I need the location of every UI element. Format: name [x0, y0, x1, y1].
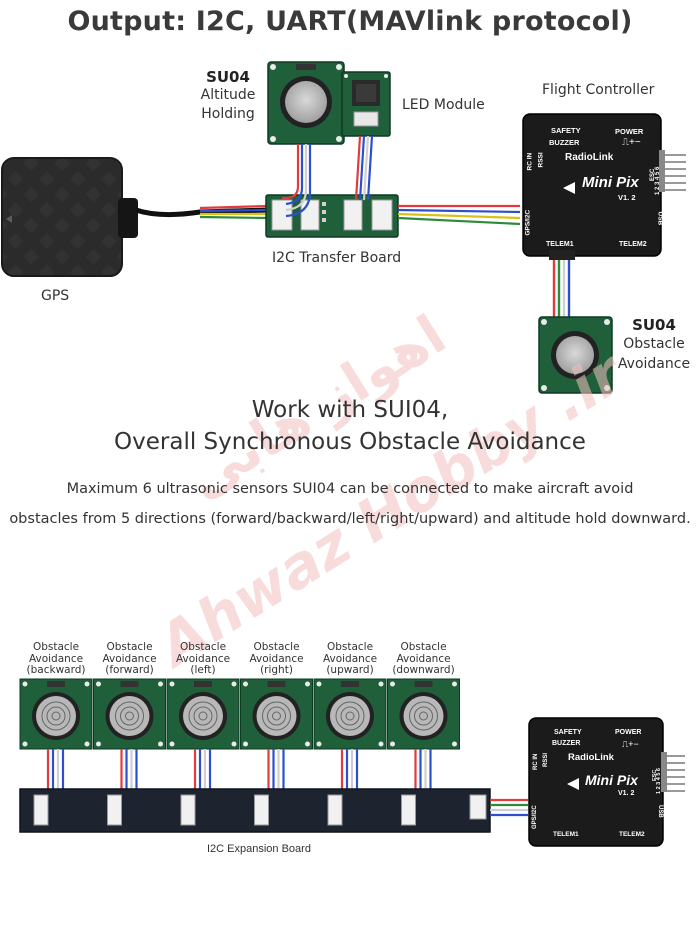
fc-top-pwm: ⎍+− [622, 137, 641, 148]
section-heading-1: Work with SUI04, [251, 397, 449, 423]
sensor-label-line2: Avoidance [396, 652, 451, 665]
sensor-label-line2: Avoidance [322, 652, 378, 665]
sensor-board [240, 678, 313, 750]
fc-top-version: V1. 2 [618, 193, 636, 202]
sensor-label-line2: Avoidance [28, 652, 84, 665]
led-module-cable [354, 135, 374, 201]
sensor-label-line2: Avoidance [102, 652, 157, 665]
sensor-label-line3: (right) [260, 664, 293, 676]
fc-bottom-model: Mini Pix [585, 772, 638, 788]
fc-bottom-usb: USB [657, 805, 663, 818]
fc-bottom-gpsi2c: GPS/I2C [532, 805, 538, 829]
obstacle-sensor-model: SU04 [632, 316, 676, 334]
i2c-transfer-board [265, 194, 399, 238]
fc-top-brand: RadioLink [565, 152, 614, 163]
expansion-connector [180, 794, 196, 826]
fc-bottom-esc-numbers: 1 2 3 4 5 6 [656, 768, 662, 794]
gps-cable [199, 204, 269, 220]
altitude-sensor-cable [282, 144, 312, 218]
sensor-board [313, 678, 387, 750]
expansion-connector [33, 794, 49, 826]
transfer-board-label: I2C Transfer Board [272, 250, 402, 266]
sensor-label-line1: Obstacle [326, 641, 374, 653]
flight-controller-bottom [528, 717, 685, 847]
sensor-label-line1: Obstacle [106, 641, 153, 653]
expansion-output-connector [469, 794, 487, 820]
fc-top-safety: SAFETY [551, 126, 581, 135]
fc-top-power: POWER [615, 127, 644, 136]
fc-top-rcin: RC IN [526, 152, 534, 171]
fc-bottom-power: POWER [615, 729, 642, 736]
fc-bottom-rssi: RSSI [543, 752, 549, 767]
fc-bottom-telem1: TELEM1 [553, 831, 579, 838]
description-line-2: obstacles from 5 directions (forward/bac… [9, 511, 691, 527]
obstacle-sensor-board [538, 316, 613, 394]
page-title: Output: I2C, UART(MAVlink protocol) [67, 6, 633, 37]
section-heading-2: Overall Synchronous Obstacle Avoidance [114, 429, 586, 455]
fc-top-model: Mini Pix [582, 174, 639, 191]
expansion-connector [401, 794, 416, 826]
fc-top-rssi: RSSI [537, 152, 545, 168]
altitude-sensor-board [267, 61, 345, 145]
fc-top-esc-numbers: 1 2 3 4 5 6 [655, 166, 661, 195]
altitude-sensor-label-1: Altitude [200, 87, 256, 103]
gps-label: GPS [41, 288, 70, 304]
sensor-label-line1: Obstacle [253, 641, 300, 653]
obstacle-sensor-label-1: Obstacle [623, 336, 685, 352]
expansion-connector [254, 794, 269, 826]
fc-top-telem1: TELEM1 [546, 241, 574, 248]
sensor-label-line3: (downward) [392, 664, 455, 676]
description-line-1: Maximum 6 ultrasonic sensors SUI04 can b… [66, 481, 634, 497]
gps-module [1, 157, 271, 277]
sensor-label-line1: Obstacle [179, 641, 227, 653]
sensor-board [387, 678, 460, 750]
sensor-label-line3: (left) [190, 664, 216, 676]
fc-top-telem2: TELEM2 [619, 241, 647, 248]
i2c-expansion-board [19, 788, 491, 833]
fc-bottom-version: V1. 2 [618, 790, 635, 797]
led-module [341, 71, 391, 137]
expansion-board-label: I2C Expansion Board [207, 843, 311, 855]
fc-top-usb: USB [656, 211, 664, 226]
sensor-label-line1: Obstacle [32, 641, 80, 653]
fc-bottom-buzzer: BUZZER [552, 740, 581, 747]
fc-cable [397, 204, 521, 226]
sensor-label-line1: Obstacle [400, 641, 447, 653]
sensor-label-line2: Avoidance [175, 652, 231, 665]
fc-top-gpsi2c: GPS/I2C [524, 209, 532, 236]
sensor-label-line3: (forward) [105, 664, 154, 676]
fc-obstacle-cable [549, 250, 575, 320]
fc-bottom-brand: RadioLink [568, 752, 614, 763]
fc-bottom-pwm: ⎍+− [622, 739, 639, 749]
expansion-connector [327, 794, 343, 826]
led-module-label: LED Module [402, 97, 485, 113]
fc-bottom-safety: SAFETY [554, 729, 582, 736]
expansion-fc-cable [490, 798, 528, 817]
sensor-board [166, 678, 240, 750]
sensor-label-line2: Avoidance [249, 652, 304, 665]
flight-controller-top [522, 113, 686, 257]
sensor-board [93, 678, 166, 750]
altitude-sensor-label-2: Holding [201, 106, 255, 122]
sensor-label-line3: (upward) [326, 664, 374, 676]
fc-bottom-rcin: RC IN [533, 753, 539, 770]
sensor-board [19, 678, 93, 750]
obstacle-sensor-label-2: Avoidance [617, 356, 691, 372]
expansion-connector [107, 794, 122, 826]
altitude-sensor-model: SU04 [206, 68, 250, 86]
flight-controller-label: Flight Controller [542, 82, 655, 98]
sensor-label-line3: (backward) [26, 664, 86, 676]
fc-top-buzzer: BUZZER [549, 138, 580, 147]
fc-bottom-telem2: TELEM2 [619, 831, 645, 838]
